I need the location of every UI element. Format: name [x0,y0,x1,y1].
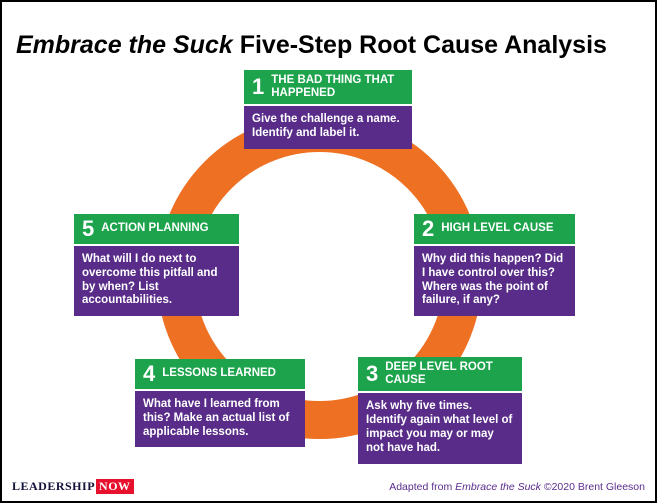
attribution-suffix: ©2020 Brent Gleeson [540,481,645,493]
step-5-title: ACTION PLANNING [101,222,209,235]
step-2-title: HIGH LEVEL CAUSE [441,222,554,235]
step-1-number: 1 [252,74,265,100]
step-3-number: 3 [366,361,379,387]
leadershipnow-logo: LEADERSHIP NOW [12,479,134,494]
step-3-box: 3 DEEP LEVEL ROOT CAUSE Ask why five tim… [358,357,522,464]
step-3-description: Ask why five times. Identify again what … [358,393,522,464]
step-1-box: 1 THE BAD THING THAT HAPPENED Give the c… [244,70,412,150]
step-3-title: DEEP LEVEL ROOT CAUSE [385,361,493,387]
page-title-rest-part: Five-Step Root Cause Analysis [232,30,607,59]
step-5-number: 5 [82,216,95,241]
step-2-description: Why did this happen? Did I have control … [414,246,575,317]
step-5-header: 5 ACTION PLANNING [74,214,239,246]
page-title: Embrace the Suck Five-Step Root Cause An… [16,31,607,60]
step-1-header: 1 THE BAD THING THAT HAPPENED [244,70,412,107]
logo-now-badge: NOW [96,479,134,494]
step-2-box: 2 HIGH LEVEL CAUSE Why did this happen? … [414,214,575,317]
step-4-box: 4 LESSONS LEARNED What have I learned fr… [135,359,305,448]
step-5-box: 5 ACTION PLANNING What will I do next to… [74,214,239,317]
step-2-header: 2 HIGH LEVEL CAUSE [414,214,575,246]
attribution-prefix: Adapted from [389,481,456,493]
step-4-number: 4 [143,361,156,386]
attribution-book-title: Embrace the Suck [455,481,541,493]
step-5-description: What will I do next to overcome this pit… [74,246,239,317]
step-2-number: 2 [422,216,435,241]
step-1-title: THE BAD THING THAT HAPPENED [271,74,395,100]
attribution-text: Adapted from Embrace the Suck ©2020 Bren… [389,481,645,493]
step-4-header: 4 LESSONS LEARNED [135,359,305,391]
step-4-title: LESSONS LEARNED [162,367,276,380]
step-3-header: 3 DEEP LEVEL ROOT CAUSE [358,357,522,394]
logo-leadership-text: LEADERSHIP [12,479,96,493]
step-4-description: What have I learned from this? Make an a… [135,391,305,448]
step-1-description: Give the challenge a name. Identify and … [244,106,412,150]
page-title-italic-part: Embrace the Suck [16,30,233,59]
